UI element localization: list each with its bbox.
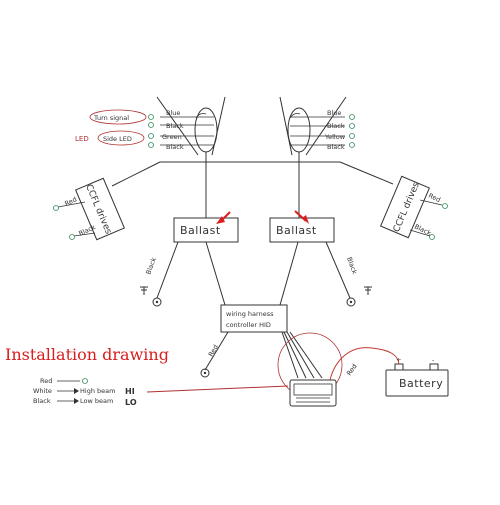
side-led-label: Side LED <box>103 135 132 143</box>
headlight-connector <box>289 379 337 407</box>
left-lamp-annotations: Turn signal Side LED LED <box>75 109 147 146</box>
legend-red: Red <box>40 377 52 385</box>
legend-lo: LO <box>125 398 137 407</box>
diagram-title: Installation drawing <box>5 345 169 364</box>
right-wire-2: Black <box>327 122 345 130</box>
ballast-left-ground-wire: Black <box>144 256 158 275</box>
legend-pointer <box>146 385 289 393</box>
ccfl-right-black: Black <box>413 223 433 238</box>
controller-line2: controller HID <box>226 321 271 329</box>
controller-red-wire: Red <box>207 343 220 358</box>
left-wire-2: Black <box>166 122 184 130</box>
battery-label: Battery <box>399 377 443 390</box>
ballast-right: Ballast Black <box>269 162 372 307</box>
ccfl-left: CCFL drives Red Black <box>53 161 161 241</box>
legend: Red White High beam HI Black Low beam LO <box>33 377 137 407</box>
ccfl-left-black: Black <box>77 223 97 238</box>
right-wire-4: Black <box>327 143 345 151</box>
ballast-right-label: Ballast <box>276 224 317 237</box>
ballast-right-ground-wire: Black <box>345 256 359 275</box>
ccfl-left-red: Red <box>63 195 78 207</box>
battery-minus: - <box>432 356 435 364</box>
ccfl-right: CCFL drives Red Black <box>339 161 448 240</box>
legend-black: Black <box>33 397 51 405</box>
left-wire-4: Black <box>166 143 184 151</box>
harness-controller: wiring harness controller HID Red <box>200 304 323 379</box>
led-label: LED <box>75 135 89 143</box>
right-lamp: Blue Black Yellow Black <box>279 96 355 156</box>
left-wire-3: Green <box>162 133 182 141</box>
right-wire-3: Yellow <box>324 133 346 141</box>
left-wire-1: Blue <box>166 109 180 117</box>
legend-low-beam: Low beam <box>80 397 113 405</box>
battery: Battery + - Red <box>329 347 449 397</box>
battery-red-wire: Red <box>345 362 359 377</box>
controller-line1: wiring harness <box>226 310 274 318</box>
legend-high-beam: High beam <box>80 387 115 395</box>
battery-plus: + <box>396 356 401 364</box>
legend-hi: HI <box>125 387 135 396</box>
ballast-left-label: Ballast <box>180 224 221 237</box>
left-lamp: Blue Black Green Black <box>148 96 226 156</box>
turn-signal-label: Turn signal <box>93 114 129 122</box>
right-wire-1: Blue <box>327 109 341 117</box>
legend-white: White <box>33 387 52 395</box>
ballast-left: Ballast Black <box>140 162 239 307</box>
